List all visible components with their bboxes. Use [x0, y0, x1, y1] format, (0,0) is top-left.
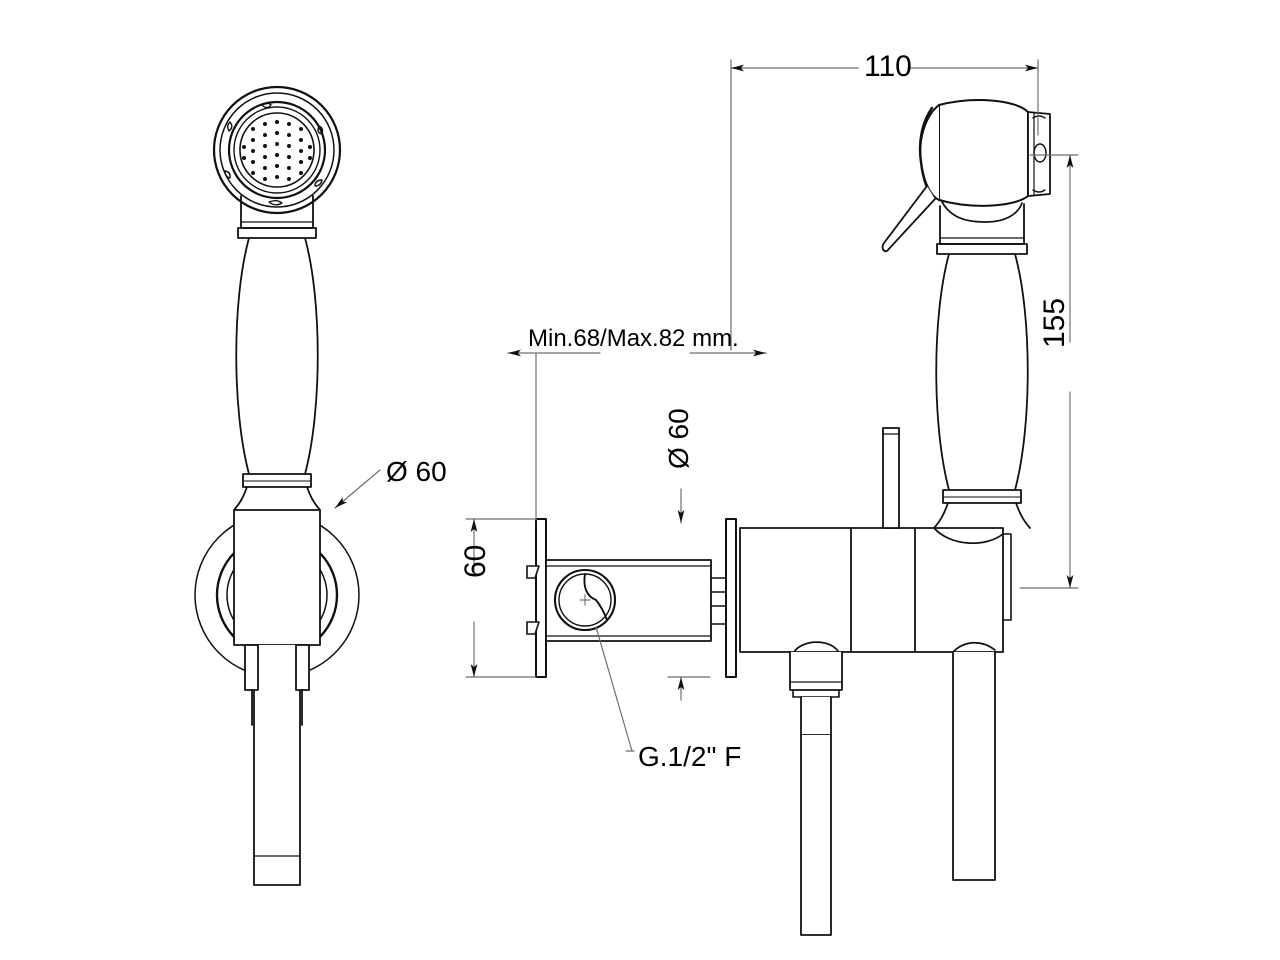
dimension-label-diameter-section: Ø 60	[663, 408, 694, 469]
dimension-label-60: 60	[459, 544, 492, 578]
leader-dia60-front	[334, 469, 381, 509]
dimension-lines	[334, 59, 1079, 752]
leader-thread-seg1	[595, 626, 633, 752]
dimension-label-155: 155	[1038, 297, 1071, 348]
section-view-group	[526, 518, 737, 678]
dimension-label-min-max-depth: Min.68/Max.82 mm.	[528, 325, 739, 352]
spray-face-dots	[242, 120, 312, 181]
side-view-group	[739, 99, 1051, 936]
callout-label-thread-size: G.1/2" F	[638, 741, 742, 772]
front-view-group	[194, 85, 360, 886]
dimension-label-diameter-front: Ø 60	[386, 456, 447, 487]
dimension-label-110: 110	[864, 50, 912, 83]
